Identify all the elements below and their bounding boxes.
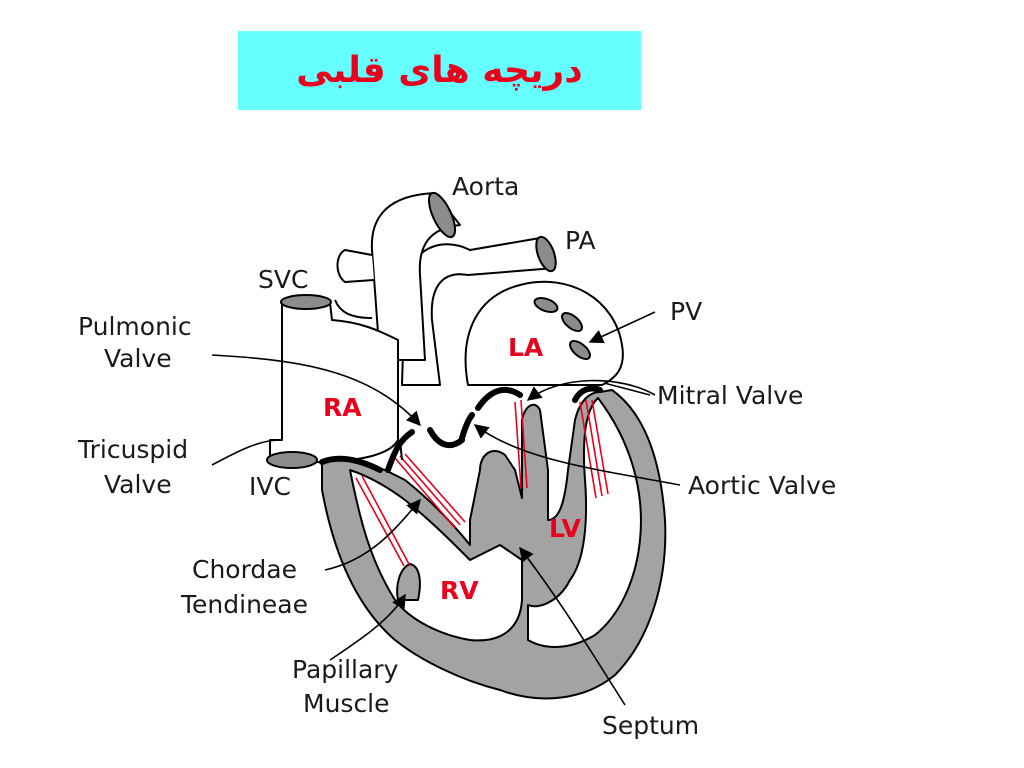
mitral-valve-leaflet-2 [572, 385, 603, 403]
label-tricuspid-valve-line2: Valve [104, 470, 172, 499]
leader-lines [211, 311, 681, 706]
chamber-lv: LV [549, 514, 581, 543]
chordae-tendineae-lines [355, 399, 609, 567]
chamber-rv: RV [440, 576, 479, 605]
left-atrium [464, 280, 624, 386]
page-title: دریچه های قلبی [296, 50, 583, 91]
label-pa: PA [565, 226, 596, 255]
pulmonary-vein-2 [561, 312, 583, 332]
pulmonary-vein-3 [569, 340, 591, 360]
vessel-branch [336, 249, 375, 283]
label-tricuspid-valve-line1: Tricuspid [77, 435, 188, 464]
label-chordae-line2: Tendineae [180, 590, 308, 619]
chamber-la: LA [508, 333, 544, 362]
vessel-branch-lower [334, 299, 373, 319]
label-svc: SVC [258, 265, 308, 294]
label-papillary-line2: Muscle [303, 689, 390, 718]
label-chordae-line1: Chordae [192, 555, 297, 584]
label-aorta: Aorta [452, 172, 519, 201]
ventricle-wall [321, 389, 667, 700]
label-aortic-valve: Aortic Valve [688, 471, 836, 500]
papillary-muscle-shape [396, 563, 421, 601]
aorta-opening [427, 191, 457, 239]
title-banner: دریچه های قلبی [238, 31, 641, 110]
septal-valve-edge [399, 439, 403, 461]
label-papillary-line1: Papillary [292, 655, 399, 684]
ivc-opening [266, 451, 318, 469]
label-mitral-valve: Mitral Valve [657, 381, 803, 410]
tricuspid-valve-leaflet [319, 455, 383, 473]
pulmonary-vein-1 [533, 297, 559, 313]
pa-opening [535, 235, 557, 273]
label-pulmonic-valve-line1: Pulmonic [78, 312, 192, 341]
pulmonic-valve-leaflet [427, 427, 465, 449]
mitral-valve-leaflet-1 [475, 386, 523, 411]
label-septum: Septum [602, 711, 699, 740]
chamber-ra: RA [323, 393, 362, 422]
aortic-valve-leaflet [459, 412, 475, 441]
tricuspid-valve-leaflet-2 [385, 429, 415, 473]
label-ivc: IVC [249, 472, 291, 501]
label-pulmonic-valve-line2: Valve [104, 344, 172, 373]
label-pv: PV [670, 297, 702, 326]
svc-opening [280, 294, 332, 310]
